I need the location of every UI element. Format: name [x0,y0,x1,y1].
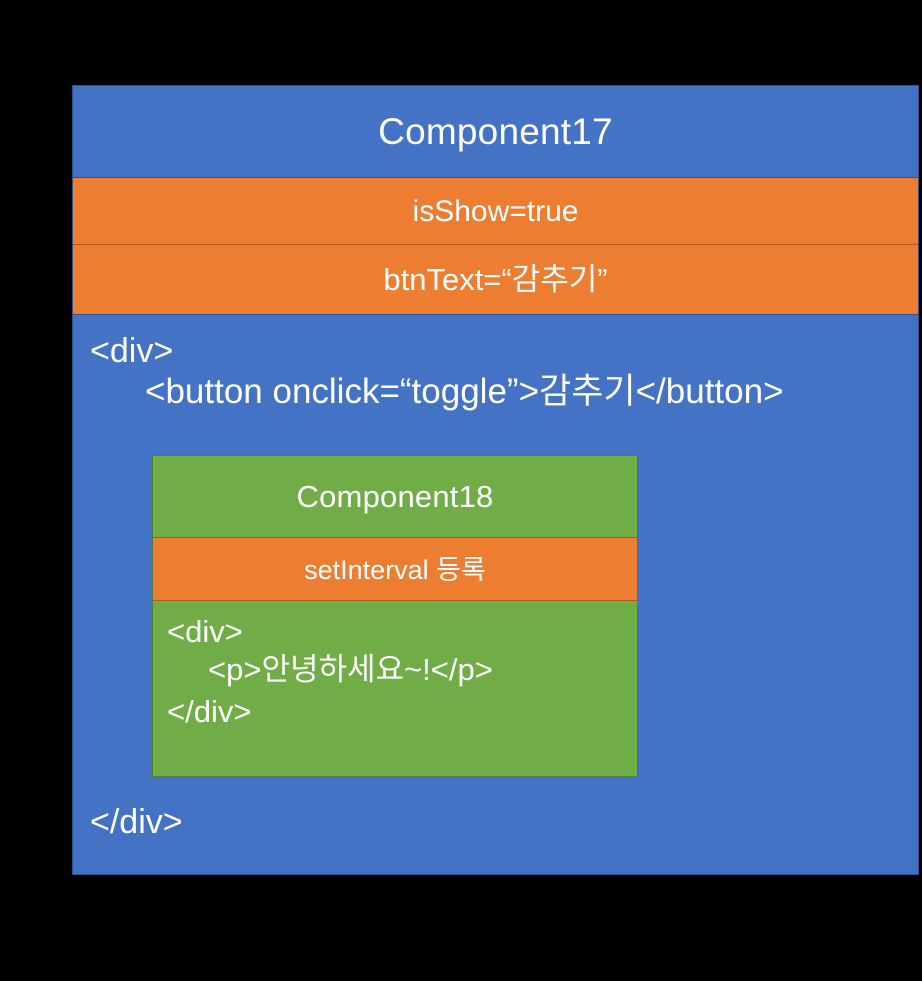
component17-box: Component17 isShow=true btnText=“감추기” <d… [72,85,919,875]
component17-code-body: <div> <button onclick=“toggle”>감추기</butt… [73,314,918,874]
component18-box: Component18 setInterval 등록 <div> <p>안녕하세… [152,455,638,777]
component18-code-paragraph-line: <p>안녕하세요~!</p> [208,652,493,687]
component18-code-body: <div> <p>안녕하세요~!</p> </div> [153,601,637,776]
component17-code-open-tag: <div> [90,332,174,370]
component18-code-open-tag: <div> [167,614,243,649]
component18-prop-setinterval: setInterval 등록 [153,537,637,601]
component18-code-close-tag: </div> [167,694,252,729]
component17-code-button-line: <button onclick=“toggle”>감추기</button> [145,372,784,411]
component17-prop-btntext: btnText=“감추기” [73,245,918,314]
component17-prop-isshow: isShow=true [73,177,918,245]
component17-code-close-tag: </div> [90,803,183,841]
component17-title: Component17 [378,111,613,152]
component18-title: Component18 [296,479,494,514]
